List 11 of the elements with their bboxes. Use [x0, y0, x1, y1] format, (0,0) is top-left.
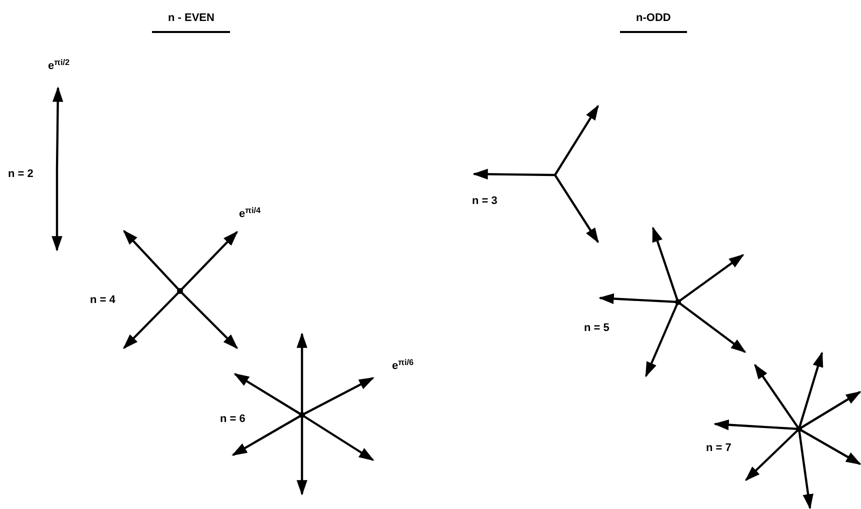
vector-label: n = 4 — [90, 293, 116, 308]
vector-label: e$^{πi/2}$ — [48, 58, 70, 74]
vector-label: n = 5 — [584, 321, 610, 336]
vector-label: n = 6 — [220, 412, 246, 427]
vector-label: n = 2 — [8, 167, 34, 182]
section-heading: n - EVEN — [152, 10, 230, 32]
vector-label: n = 7 — [706, 441, 732, 456]
section-heading: n-ODD — [620, 10, 687, 32]
vector-label: e$^{πi/4}$ — [239, 206, 261, 222]
vector-label: n = 3 — [472, 194, 498, 209]
vector-label: e$^{πi/6}$ — [392, 358, 414, 374]
